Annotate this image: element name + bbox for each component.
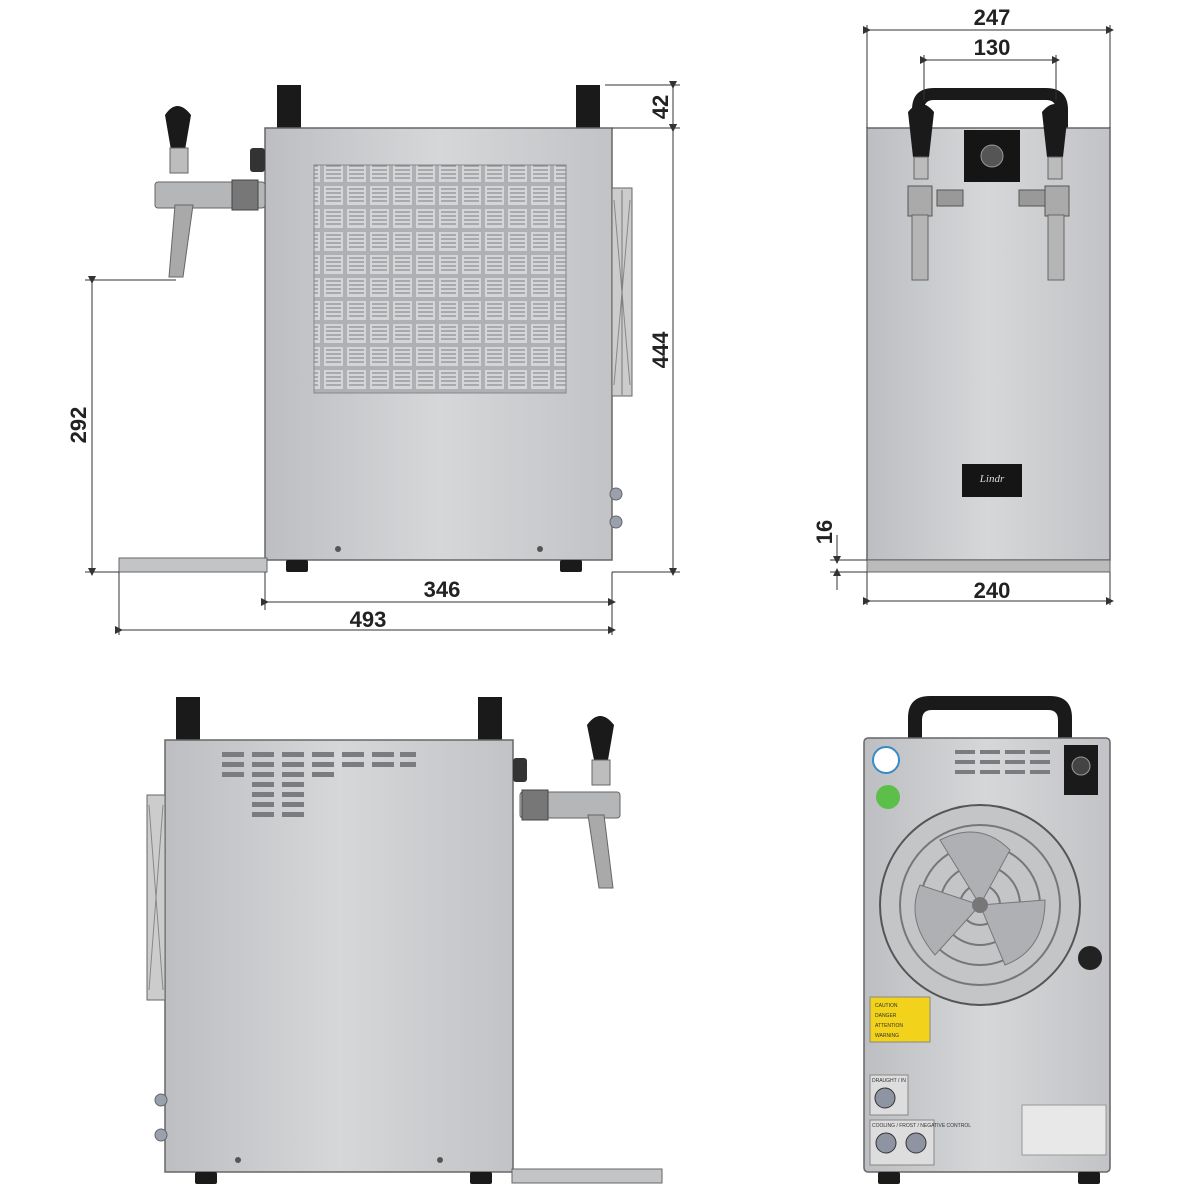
dim-foot-height: 16 bbox=[812, 520, 837, 544]
fuse-holder-icon bbox=[1078, 946, 1102, 970]
connector-icon bbox=[609, 515, 623, 529]
power-switch-icon bbox=[1071, 756, 1091, 776]
inlet-label: DRAUGHT / IN bbox=[872, 1078, 906, 1084]
warning-label bbox=[869, 996, 931, 1043]
screw-icon bbox=[335, 546, 341, 552]
dim-body-depth: 346 bbox=[424, 577, 461, 602]
inlet-connector-icon bbox=[874, 1087, 896, 1109]
condenser-grid bbox=[313, 164, 567, 394]
outlet-connector-icon bbox=[875, 1132, 897, 1154]
connector-icon bbox=[154, 1128, 168, 1142]
foot bbox=[1078, 1172, 1100, 1184]
beer-tap bbox=[154, 106, 266, 278]
outlet-label: COOLING / FROST / NEGATIVE CONTROL bbox=[872, 1123, 971, 1129]
connector-icon bbox=[609, 487, 623, 501]
handle-post-left bbox=[277, 85, 301, 129]
dim-body-height: 444 bbox=[648, 331, 673, 368]
dim-tap-height: 292 bbox=[66, 407, 91, 444]
dim-tap-spacing: 130 bbox=[974, 35, 1011, 60]
dim-top-width: 247 bbox=[974, 5, 1011, 30]
screw-icon bbox=[235, 1157, 241, 1163]
foot bbox=[286, 560, 308, 572]
screw-icon bbox=[437, 1157, 443, 1163]
side-view-left bbox=[118, 85, 633, 573]
fan-guard-side bbox=[611, 187, 633, 397]
control-knob bbox=[513, 758, 527, 782]
foot bbox=[560, 560, 582, 572]
thermostat-knob bbox=[980, 144, 1004, 168]
connector-icon bbox=[154, 1093, 168, 1107]
foot bbox=[878, 1172, 900, 1184]
outlet-connector-icon bbox=[905, 1132, 927, 1154]
tap-left bbox=[907, 104, 964, 281]
vent-slots bbox=[222, 752, 416, 817]
foot bbox=[195, 1172, 217, 1184]
dimension-lines-side bbox=[85, 81, 680, 635]
brand-logo: Lindr bbox=[979, 473, 1005, 485]
fan-icon bbox=[879, 804, 1081, 1006]
warning-label-text: CAUTION bbox=[875, 1003, 898, 1009]
drip-tray bbox=[118, 557, 268, 573]
back-view: CAUTION DANGER ATTENTION WARNING DRAUGHT… bbox=[863, 696, 1111, 1184]
drip-tray bbox=[511, 1168, 663, 1184]
dim-total-depth: 493 bbox=[350, 607, 387, 632]
certification-icon bbox=[872, 746, 900, 774]
brand-badge bbox=[962, 464, 1022, 497]
control-knob bbox=[250, 148, 265, 172]
dim-body-width: 240 bbox=[974, 578, 1011, 603]
green-line-icon bbox=[876, 785, 900, 809]
handle-post-right bbox=[478, 697, 502, 741]
carry-handle bbox=[912, 88, 1068, 128]
warning-label-text: ATTENTION bbox=[875, 1023, 903, 1029]
carry-handle bbox=[908, 696, 1072, 740]
dim-handle-height: 42 bbox=[648, 95, 673, 119]
foot bbox=[470, 1172, 492, 1184]
screw-icon bbox=[537, 546, 543, 552]
beer-tap bbox=[519, 716, 621, 889]
handle-post-right bbox=[576, 85, 600, 129]
warning-label-text: DANGER bbox=[875, 1013, 897, 1019]
tap-right bbox=[1018, 104, 1070, 281]
front-view: Lindr bbox=[866, 88, 1111, 573]
base-plate bbox=[866, 559, 1111, 573]
unit-body bbox=[164, 739, 514, 1173]
rating-plate bbox=[1021, 1104, 1107, 1156]
side-view-right bbox=[146, 697, 663, 1184]
vent-slots bbox=[955, 750, 1050, 774]
handle-post-left bbox=[176, 697, 200, 741]
warning-label-text: WARNING bbox=[875, 1033, 899, 1039]
fan-guard-side bbox=[146, 794, 166, 1001]
dimension-lines-front bbox=[830, 25, 1114, 605]
